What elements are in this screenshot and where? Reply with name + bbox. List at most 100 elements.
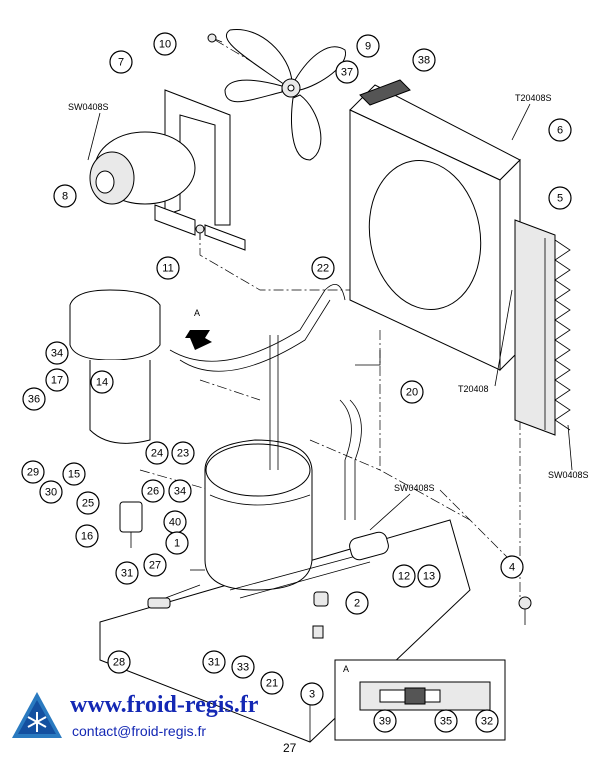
view-label-a: A — [194, 308, 200, 318]
brand-email[interactable]: contact@froid-regis.fr — [72, 723, 207, 739]
screw-10 — [207, 33, 223, 43]
svg-text:17: 17 — [51, 375, 63, 387]
fan-blade — [224, 29, 346, 161]
callout-c31a: 31 — [115, 561, 139, 585]
svg-text:5: 5 — [557, 193, 563, 205]
svg-text:16: 16 — [81, 531, 93, 543]
svg-text:26: 26 — [147, 486, 159, 498]
callout-c10: 10 — [153, 32, 177, 56]
svg-text:25: 25 — [82, 498, 94, 510]
svg-text:28: 28 — [113, 657, 125, 669]
svg-text:30: 30 — [45, 487, 57, 499]
compressor — [204, 439, 313, 591]
condenser-coil — [514, 219, 571, 436]
svg-text:34: 34 — [174, 486, 186, 498]
code-labels: SW0408S T20408S T20408 SW0408S SW0408S — [68, 93, 589, 531]
svg-text:11: 11 — [162, 263, 173, 275]
callout-c37: 37 — [335, 60, 359, 84]
callout-c40: 40 — [163, 510, 187, 534]
callout-c31b: 31 — [202, 650, 226, 674]
svg-text:20: 20 — [406, 387, 418, 399]
callout-c15: 15 — [62, 462, 86, 486]
svg-text:4: 4 — [509, 562, 515, 574]
svg-text:36: 36 — [28, 394, 40, 406]
callout-c1: 1 — [165, 531, 189, 555]
refrigerant-piping — [159, 283, 381, 601]
svg-text:2: 2 — [354, 598, 360, 610]
small-parts — [119, 501, 532, 639]
svg-text:39: 39 — [379, 716, 391, 728]
callout-c17: 17 — [45, 368, 69, 392]
callout-c5: 5 — [548, 186, 572, 210]
detail-label-a: A — [343, 664, 349, 674]
callout-c24: 24 — [145, 441, 169, 465]
callout-c34a: 34 — [45, 341, 69, 365]
svg-text:35: 35 — [440, 716, 452, 728]
callout-c3: 3 — [300, 682, 324, 706]
callout-c21: 21 — [260, 671, 284, 695]
svg-text:40: 40 — [169, 517, 181, 529]
svg-text:23: 23 — [177, 448, 189, 460]
callout-c36: 36 — [22, 387, 46, 411]
callout-c33: 33 — [231, 655, 255, 679]
callout-c39: 39 — [373, 709, 397, 733]
code-sw-top-left: SW0408S — [68, 102, 109, 112]
svg-text:31: 31 — [208, 657, 220, 669]
callout-c7: 7 — [109, 50, 133, 74]
svg-text:12: 12 — [398, 571, 410, 583]
callout-c16: 16 — [75, 524, 99, 548]
brand-url[interactable]: www.froid-regis.fr — [70, 692, 259, 718]
svg-text:27: 27 — [149, 560, 161, 572]
svg-text:9: 9 — [365, 41, 371, 53]
svg-text:32: 32 — [481, 716, 493, 728]
svg-text:14: 14 — [96, 377, 108, 389]
callout-c2: 2 — [345, 591, 369, 615]
svg-text:15: 15 — [68, 469, 80, 481]
svg-text:21: 21 — [266, 678, 278, 690]
callout-c11: 11 — [156, 256, 180, 280]
svg-text:1: 1 — [174, 538, 180, 550]
callout-c23: 23 — [171, 441, 195, 465]
callout-c30: 30 — [39, 480, 63, 504]
svg-text:34: 34 — [51, 348, 63, 360]
screw-11 — [195, 224, 205, 240]
code-t-top-right: T20408S — [515, 93, 552, 103]
callout-c35: 35 — [434, 709, 458, 733]
callout-c26: 26 — [141, 479, 165, 503]
svg-text:29: 29 — [27, 467, 39, 479]
svg-text:7: 7 — [118, 57, 124, 69]
view-arrow-a: A — [185, 308, 212, 350]
callout-c4: 4 — [500, 555, 524, 579]
svg-text:31: 31 — [121, 568, 133, 580]
callout-c34b: 34 — [168, 479, 192, 503]
callout-c25: 25 — [76, 491, 100, 515]
callout-c6: 6 — [548, 118, 572, 142]
svg-text:22: 22 — [317, 263, 329, 275]
snowflake-logo — [12, 692, 62, 738]
filter-drier — [349, 531, 389, 561]
callout-c13: 13 — [417, 564, 441, 588]
callout-c9: 9 — [356, 34, 380, 58]
svg-text:38: 38 — [418, 55, 430, 67]
fan-motor-bracket — [154, 89, 246, 251]
callout-c27: 27 — [143, 553, 167, 577]
code-sw-right: SW0408S — [548, 470, 589, 480]
svg-text:13: 13 — [423, 571, 435, 583]
condenser-shroud — [349, 79, 521, 372]
code-t-mid: T20408 — [458, 384, 489, 394]
code-sw-mid: SW0408S — [394, 483, 435, 493]
svg-text:33: 33 — [237, 662, 249, 674]
svg-text:37: 37 — [341, 67, 353, 79]
callout-c29: 29 — [21, 460, 45, 484]
svg-text:3: 3 — [309, 689, 315, 701]
fan-motor — [89, 131, 196, 205]
detail-a-box: A — [334, 659, 506, 741]
svg-text:24: 24 — [151, 448, 163, 460]
page-number: 27 — [283, 741, 297, 755]
callout-c28: 28 — [107, 650, 131, 674]
callout-c8: 8 — [53, 184, 77, 208]
callout-c14: 14 — [90, 370, 114, 394]
callout-c38: 38 — [412, 48, 436, 72]
